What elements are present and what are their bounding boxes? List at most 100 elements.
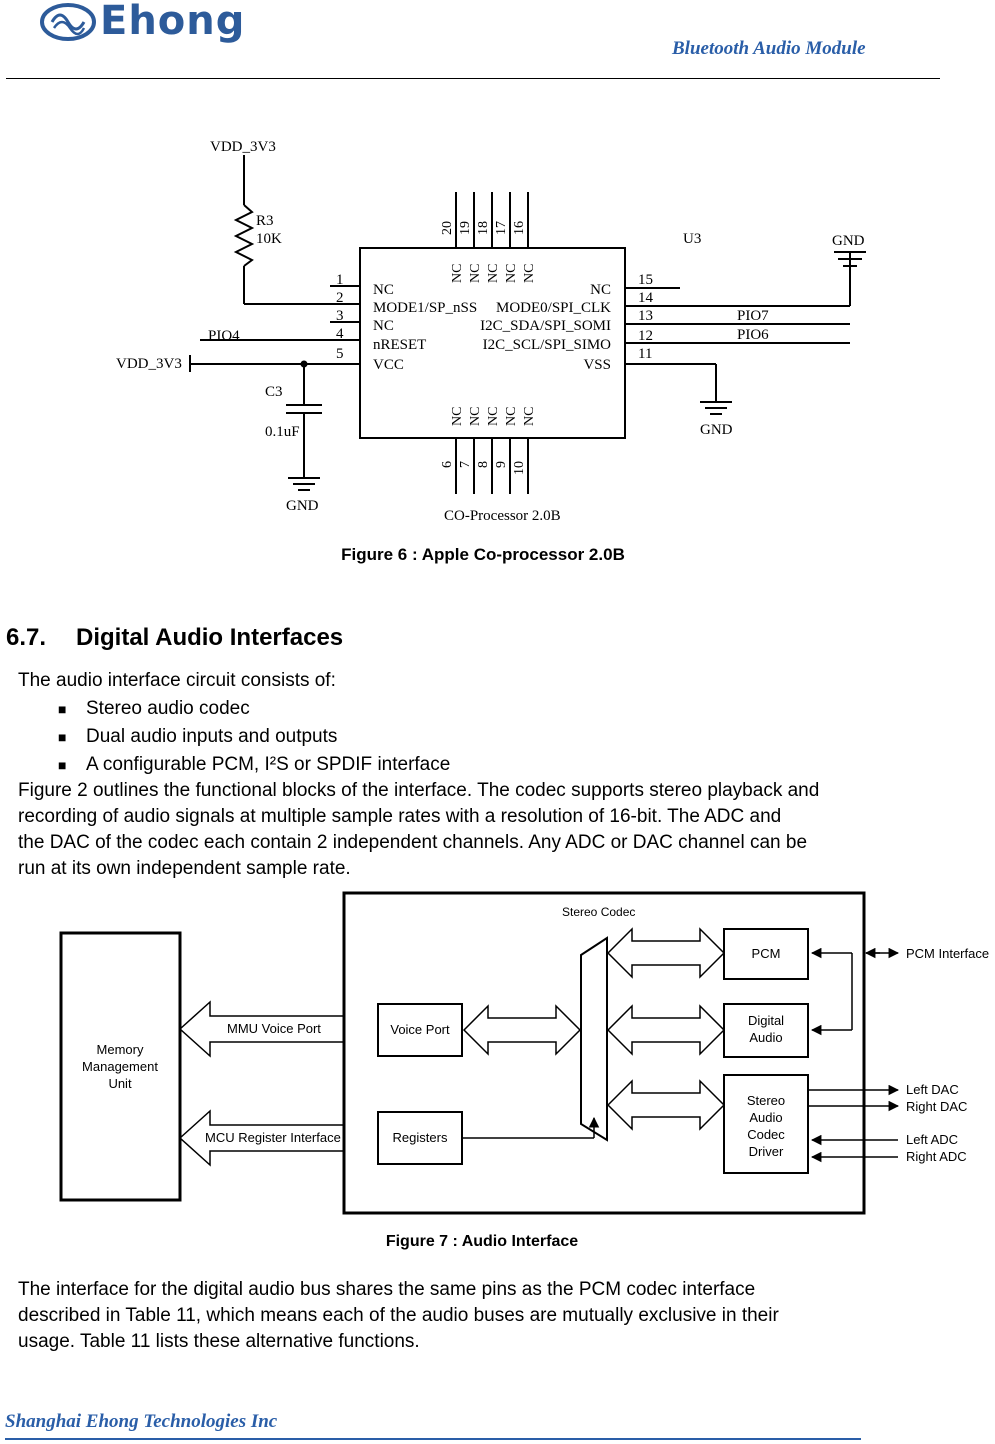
nc-label: NC (486, 407, 501, 426)
registers-label: Registers (393, 1130, 448, 1145)
mmu-label-line: Memory (97, 1042, 144, 1057)
mmu-label-line: Unit (108, 1076, 132, 1091)
left-pin-num: 4 (336, 326, 344, 342)
codec-driver-label: Stereo (747, 1093, 785, 1108)
codec-driver-label: Codec (747, 1127, 785, 1142)
pio6-label: PIO6 (737, 327, 769, 343)
nc-label: NC (468, 407, 483, 426)
right-pin-num: 14 (638, 290, 654, 306)
right-pin-name: I2C_SCL/SPI_SIMO (483, 337, 612, 353)
codec-driver-label: Audio (749, 1110, 782, 1125)
paragraph-line: described in Table 11, which means each … (18, 1305, 779, 1326)
right-pin-num: 11 (638, 346, 652, 362)
section-title: Digital Audio Interfaces (76, 624, 344, 651)
pcm-block-label: PCM (752, 946, 781, 961)
top-pin-num: 16 (512, 221, 527, 235)
right-pin-num: 12 (638, 328, 653, 344)
pio7-label: PIO7 (737, 308, 769, 324)
left-dac-label: Left DAC (906, 1082, 959, 1097)
vdd-left-label: VDD_3V3 (116, 356, 182, 372)
digital-audio-label: Audio (749, 1030, 782, 1045)
header: Ehong Bluetooth Audio Module (0, 0, 995, 85)
left-pin-name: NC (373, 318, 394, 334)
right-dac-label: Right DAC (906, 1099, 967, 1114)
mmu-label-line: Management (82, 1059, 158, 1074)
top-pin-num: 19 (458, 221, 473, 235)
gnd-bottom-left-label: GND (286, 498, 319, 514)
gnd-right-label: GND (832, 233, 865, 249)
bottom-pin-num: 8 (476, 461, 491, 468)
square-bullet-icon: ■ (58, 729, 67, 745)
left-pin-num: 2 (336, 290, 344, 306)
nc-label: NC (450, 264, 465, 283)
right-pin-name: NC (590, 282, 611, 298)
figure7-caption: Figure 7 : Audio Interface (385, 1233, 579, 1250)
square-bullet-icon: ■ (58, 757, 67, 773)
bottom-pin-num: 6 (440, 461, 455, 468)
list-item: ■Stereo audio codec (58, 695, 450, 723)
footer-rule (5, 1438, 861, 1440)
section-intro: The audio interface circuit consists of: (18, 670, 336, 691)
pio4-label: PIO4 (208, 328, 240, 344)
nc-label: NC (486, 264, 501, 283)
footer-company: Shanghai Ehong Technologies Inc (5, 1411, 278, 1432)
bottom-pin-num: 10 (512, 461, 527, 475)
figure6-schematic: VDD_3V3 R3 10K U3 GND PIO4 VDD_3V3 C3 0.… (85, 85, 875, 531)
codec-driver-label: Driver (749, 1144, 784, 1159)
left-adc-label: Left ADC (906, 1132, 958, 1147)
c3-label: C3 (265, 384, 283, 400)
header-rule (6, 78, 940, 79)
right-pin-num: 13 (638, 308, 653, 324)
list-item: ■Dual audio inputs and outputs (58, 723, 450, 751)
top-pin-num: 20 (440, 221, 455, 235)
mcu-register-label: MCU Register Interface (205, 1130, 341, 1145)
r3-label: R3 (256, 213, 274, 229)
paragraph-line: The interface for the digital audio bus … (18, 1279, 756, 1300)
top-pin-num: 17 (494, 221, 509, 235)
left-pin-name: MODE1/SP_nSS (373, 300, 477, 316)
mmu-voice-port-label: MMU Voice Port (227, 1021, 321, 1036)
figure7-diagram: Memory Management Unit MMU Voice Port MC… (59, 891, 989, 1215)
right-adc-label: Right ADC (906, 1149, 967, 1164)
nc-label: NC (468, 264, 483, 283)
left-pin-name: nRESET (373, 337, 426, 353)
gnd-bottom-right-label: GND (700, 422, 733, 438)
u3-label: U3 (683, 231, 701, 247)
ehong-logo-icon (40, 3, 96, 41)
left-pin-name: NC (373, 282, 394, 298)
right-pin-name: MODE0/SPI_CLK (496, 300, 611, 316)
bottom-pin-num: 7 (458, 461, 473, 468)
header-title: Bluetooth Audio Module (672, 38, 866, 59)
nc-label: NC (522, 264, 537, 283)
paragraph-line: usage. Table 11 lists these alternative … (18, 1331, 420, 1352)
list-item: ■A configurable PCM, I²S or SPDIF interf… (58, 751, 450, 779)
nc-label: NC (504, 407, 519, 426)
nc-label: NC (522, 407, 537, 426)
r3-value: 10K (256, 231, 282, 247)
pcm-interface-label: PCM Interface (906, 946, 989, 961)
bottom-pin-num: 9 (494, 461, 509, 468)
vdd-top-label: VDD_3V3 (210, 139, 276, 155)
chip-name-label: CO-Processor 2.0B (444, 508, 561, 524)
square-bullet-icon: ■ (58, 701, 67, 717)
nc-label: NC (450, 407, 465, 426)
paragraph-line: recording of audio signals at multiple s… (18, 806, 782, 827)
figure6-caption: Figure 6 : Apple Co-processor 2.0B (341, 545, 625, 564)
paragraph-line: run at its own independent sample rate. (18, 858, 351, 879)
nc-label: NC (504, 264, 519, 283)
right-pin-num: 15 (638, 272, 653, 288)
voice-port-label: Voice Port (390, 1022, 450, 1037)
left-pin-num: 1 (336, 272, 344, 288)
left-pin-num: 3 (336, 308, 344, 324)
bullet-list: ■Stereo audio codec ■Dual audio inputs a… (58, 695, 450, 779)
c3-value: 0.1uF (265, 424, 300, 440)
stereo-codec-label: Stereo Codec (562, 905, 635, 919)
closing-paragraph: The interface for the digital audio bus … (18, 1277, 779, 1355)
right-pin-name: I2C_SDA/SPI_SOMI (480, 318, 611, 334)
top-pin-num: 18 (476, 221, 491, 235)
left-pin-name: VCC (373, 357, 404, 373)
paragraph-line: Figure 2 outlines the functional blocks … (18, 780, 820, 801)
section-paragraph: Figure 2 outlines the functional blocks … (18, 778, 819, 882)
left-pin-num: 5 (336, 346, 344, 362)
digital-audio-label: Digital (748, 1013, 784, 1028)
